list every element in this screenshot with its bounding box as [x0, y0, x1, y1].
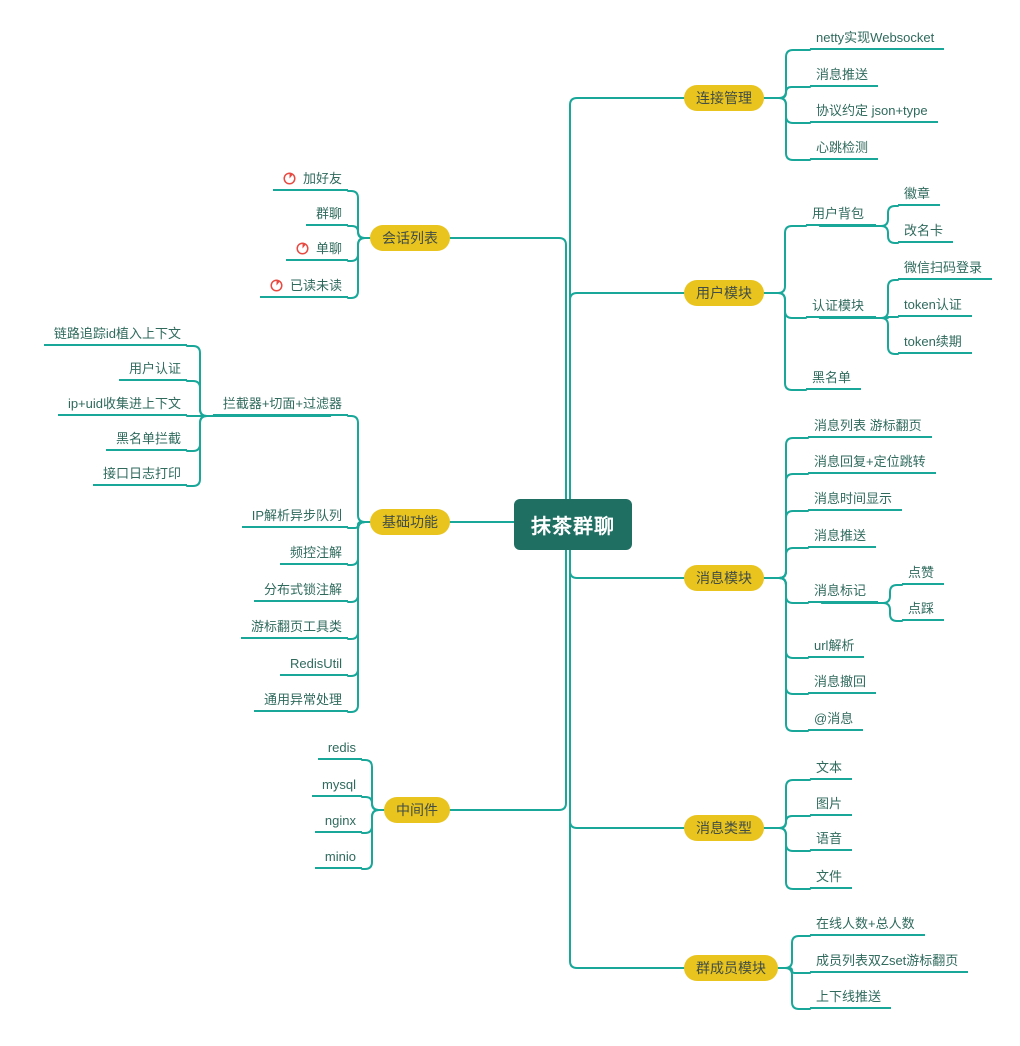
leaf-node[interactable]: 点赞	[902, 562, 945, 585]
leaf-node[interactable]: 图片	[810, 793, 853, 816]
leaf-node[interactable]: 用户背包	[806, 203, 876, 226]
leaf-node[interactable]: IP解析异步队列	[241, 505, 348, 528]
leaf-node[interactable]: 消息推送	[808, 525, 877, 548]
progress-icon	[270, 279, 283, 292]
leaf-node[interactable]: 在线人数+总人数	[810, 913, 925, 936]
leaf-node[interactable]: 黑名单	[806, 367, 862, 390]
leaf-node[interactable]: 改名卡	[898, 220, 954, 243]
leaf-node[interactable]: ip+uid收集进上下文	[57, 393, 187, 416]
leaf-node[interactable]: 文本	[810, 757, 853, 780]
leaf-node[interactable]: nginx	[314, 810, 362, 833]
branch-group-member-module[interactable]: 群成员模块	[684, 955, 778, 981]
branch-user-module[interactable]: 用户模块	[684, 280, 764, 306]
leaf-node[interactable]: 已读未读	[259, 275, 348, 298]
leaf-node[interactable]: 心跳检测	[810, 137, 879, 160]
leaf-node[interactable]: 文件	[810, 866, 853, 889]
leaf-node[interactable]: 分布式锁注解	[253, 579, 348, 602]
leaf-node[interactable]: 拦截器+切面+过滤器	[212, 393, 348, 416]
leaf-node[interactable]: 消息推送	[810, 64, 879, 87]
branch-connection-management[interactable]: 连接管理	[684, 85, 764, 111]
progress-icon	[296, 242, 309, 255]
leaf-node[interactable]: 加好友	[272, 168, 348, 191]
leaf-label: 加好友	[302, 171, 342, 186]
leaf-node[interactable]: 用户认证	[118, 358, 187, 381]
leaf-node[interactable]: 消息时间显示	[808, 488, 903, 511]
leaf-node[interactable]: mysql	[312, 774, 362, 797]
leaf-node[interactable]: 语音	[810, 828, 853, 851]
branch-message-type[interactable]: 消息类型	[684, 815, 764, 841]
leaf-node[interactable]: minio	[314, 846, 362, 869]
branch-basic-features[interactable]: 基础功能	[370, 509, 450, 535]
leaf-node[interactable]: @消息	[808, 708, 864, 731]
leaf-node[interactable]: 消息列表 游标翻页	[808, 415, 932, 438]
leaf-label: 单聊	[315, 241, 342, 256]
leaf-node[interactable]: 消息标记	[808, 580, 878, 603]
leaf-node[interactable]: 群聊	[305, 203, 348, 226]
leaf-node[interactable]: 消息撤回	[808, 671, 877, 694]
leaf-node[interactable]: url解析	[808, 635, 865, 658]
leaf-node[interactable]: 接口日志打印	[92, 463, 187, 486]
leaf-node[interactable]: 上下线推送	[810, 986, 892, 1009]
leaf-node[interactable]: 单聊	[285, 238, 348, 261]
leaf-node[interactable]: 频控注解	[279, 542, 348, 565]
leaf-node[interactable]: 成员列表双Zset游标翻页	[810, 950, 969, 973]
leaf-node[interactable]: netty实现Websocket	[810, 27, 945, 50]
leaf-node[interactable]: 黑名单拦截	[105, 428, 187, 451]
leaf-label: 已读未读	[289, 278, 342, 293]
root-topic[interactable]: 抹茶群聊	[514, 499, 632, 550]
leaf-node[interactable]: 消息回复+定位跳转	[808, 451, 936, 474]
branch-message-module[interactable]: 消息模块	[684, 565, 764, 591]
branch-middleware[interactable]: 中间件	[384, 797, 450, 823]
leaf-node[interactable]: 链路追踪id植入上下文	[43, 323, 187, 346]
leaf-node[interactable]: token续期	[898, 331, 972, 354]
branch-session-list[interactable]: 会话列表	[370, 225, 450, 251]
leaf-node[interactable]: 徽章	[898, 183, 941, 206]
leaf-node[interactable]: 点踩	[902, 598, 945, 621]
leaf-node[interactable]: 通用异常处理	[253, 689, 348, 712]
progress-icon	[283, 172, 296, 185]
leaf-node[interactable]: 协议约定 json+type	[810, 100, 938, 123]
leaf-node[interactable]: token认证	[898, 294, 972, 317]
leaf-node[interactable]: RedisUtil	[279, 653, 348, 676]
leaf-node[interactable]: 游标翻页工具类	[240, 616, 348, 639]
leaf-node[interactable]: redis	[317, 737, 362, 760]
leaf-node[interactable]: 认证模块	[806, 295, 876, 318]
leaf-node[interactable]: 微信扫码登录	[898, 257, 993, 280]
